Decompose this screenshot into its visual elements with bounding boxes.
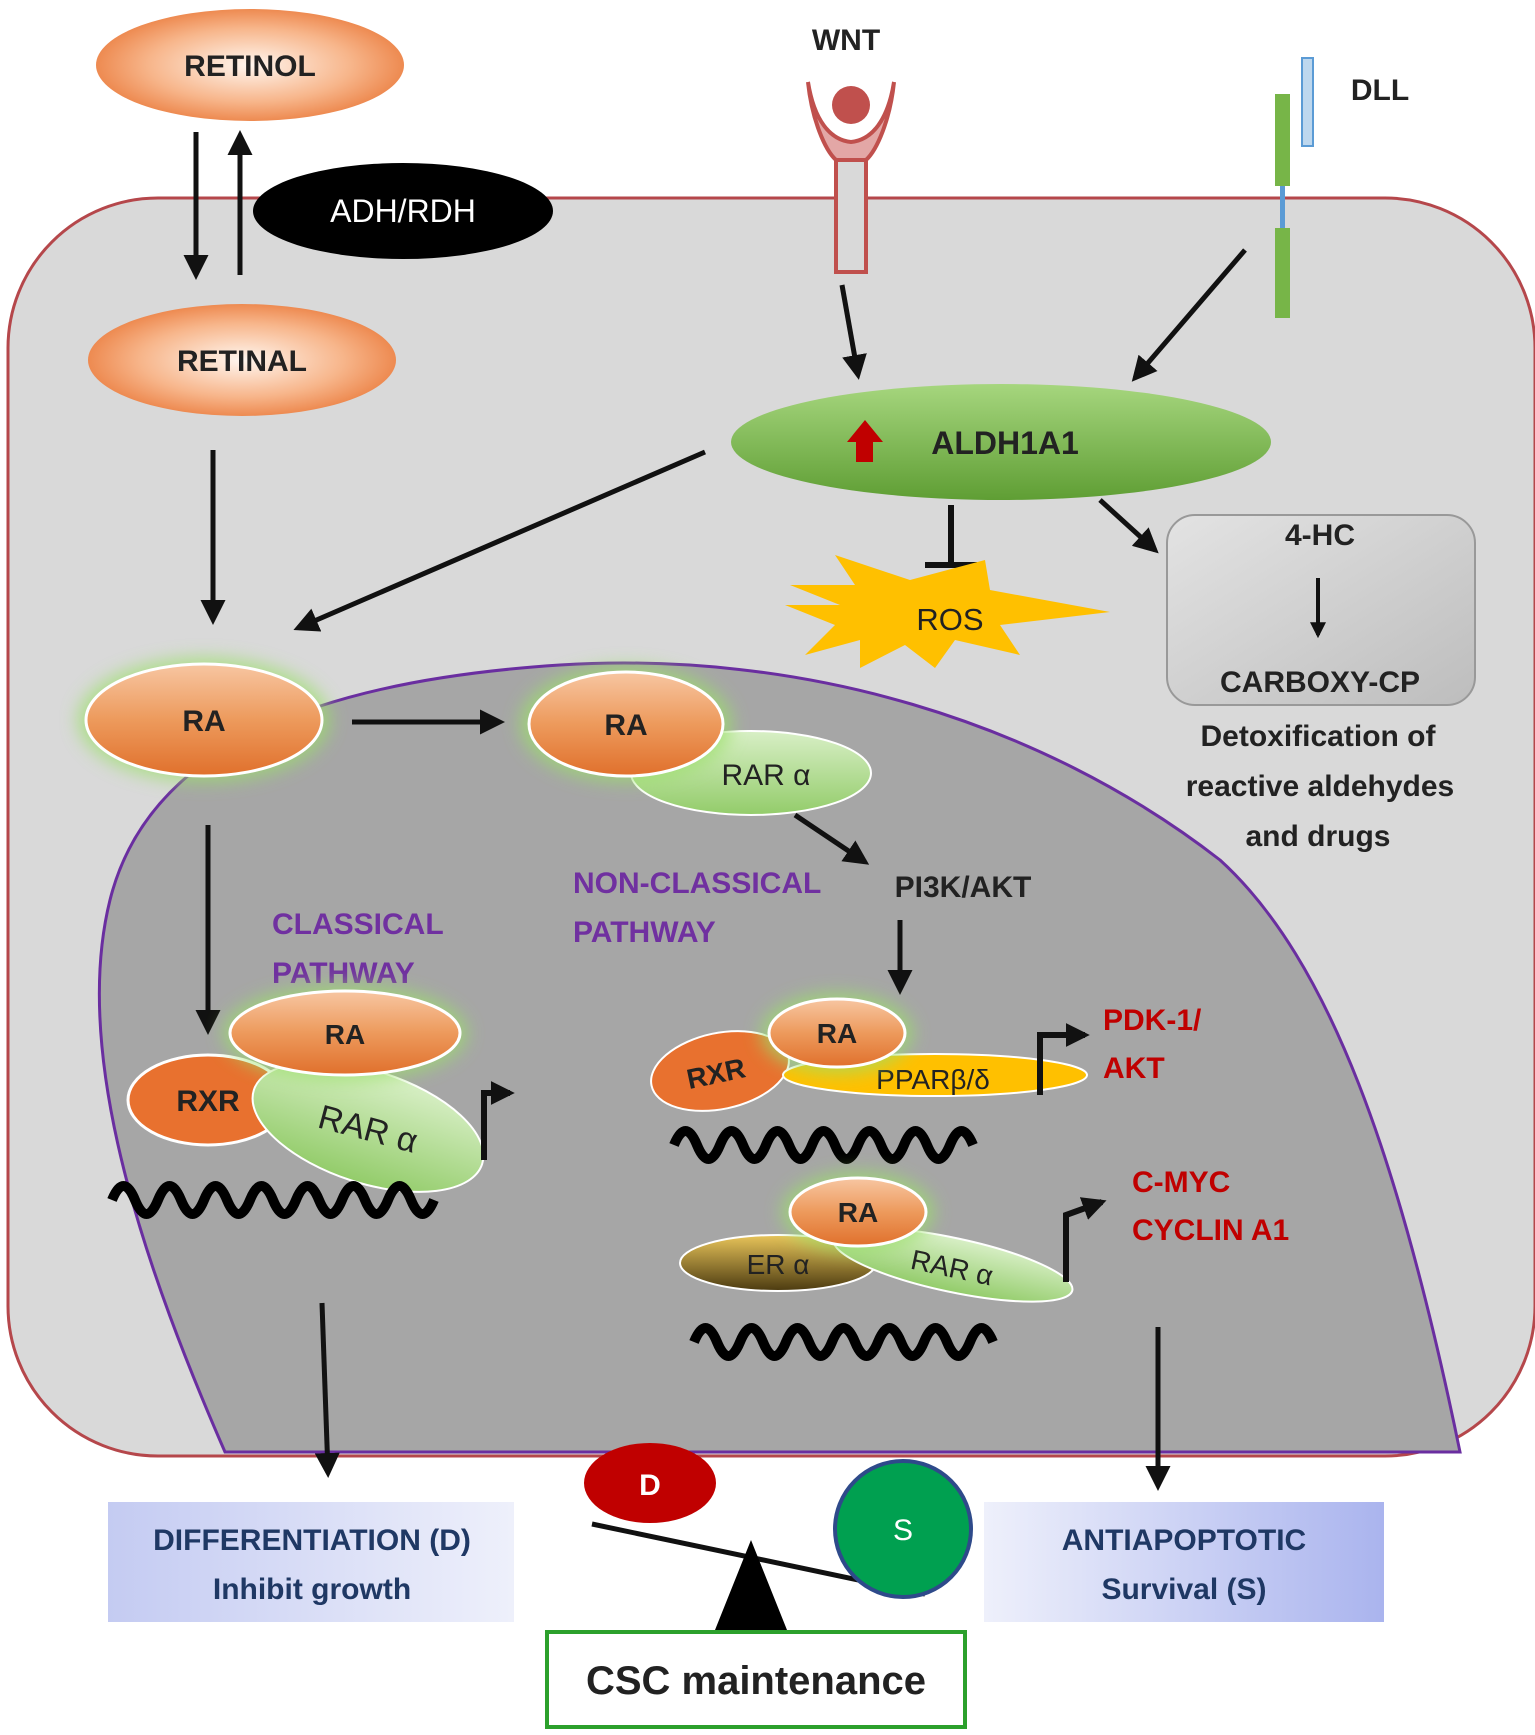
rxr-classical-label: RXR	[176, 1085, 240, 1118]
notch-receptor-bottom-icon	[1275, 228, 1290, 318]
csc-box	[545, 1630, 967, 1729]
non-classical-label-2: PATHWAY	[573, 916, 716, 949]
arrow-to-differentiation	[314, 1302, 340, 1478]
upregulation-arrow-icon	[847, 420, 883, 462]
ra-upper-ellipse	[527, 670, 725, 778]
aldh1a1-label: ALDH1A1	[931, 425, 1079, 461]
balance-s-label: S	[893, 1514, 913, 1547]
adh-rdh-ellipse	[253, 163, 553, 259]
balance-d-label: D	[639, 1469, 661, 1502]
ra-er-label: RA	[838, 1197, 878, 1228]
csc-label: CSC maintenance	[586, 1659, 926, 1703]
ppar-label: PPARβ/δ	[876, 1064, 990, 1095]
differentiation-label-2: Inhibit growth	[213, 1573, 411, 1606]
arrow-aldh1a1-to-ra	[293, 449, 706, 632]
retinal-label: RETINAL	[177, 345, 307, 378]
non-classical-label-1: NON-CLASSICAL	[573, 867, 821, 900]
ra-ppar-ellipse	[767, 997, 907, 1069]
detox-line-3: and drugs	[1245, 820, 1390, 853]
retinal-ellipse	[88, 304, 396, 416]
detox-line-2: reactive aldehydes	[1186, 770, 1455, 803]
ppar-transcription-arrow-icon	[1037, 1023, 1090, 1095]
ros-burst-icon	[785, 555, 1110, 668]
balance-fulcrum-icon	[715, 1540, 787, 1630]
arrow-rar-to-pi3k	[793, 812, 870, 865]
adh-rdh-label: ADH/RDH	[330, 193, 476, 229]
dna-ppar	[669, 1126, 978, 1164]
cmyc-label-1: C-MYC	[1132, 1166, 1230, 1199]
ra-er-ellipse	[788, 1176, 928, 1248]
ros-label: ROS	[916, 602, 983, 637]
notch-receptor-top-icon	[1275, 94, 1290, 186]
notch-receptor-link-icon	[1280, 186, 1285, 228]
detox-line-1: Detoxification of	[1200, 720, 1436, 753]
dna-er	[689, 1323, 998, 1361]
ra-cytoplasm-ellipse	[84, 662, 324, 778]
er-transcription-arrow-icon	[1063, 1197, 1107, 1282]
dll-ligand-icon	[1301, 57, 1314, 147]
carboxy-cp-label: CARBOXY-CP	[1220, 666, 1420, 699]
antiapoptotic-box	[984, 1502, 1384, 1622]
dna-classical	[107, 1181, 439, 1219]
pdk-label-2: AKT	[1103, 1052, 1165, 1085]
wnt-label: WNT	[812, 24, 880, 57]
ra-classical-ellipse	[228, 989, 462, 1077]
classical-label-2: PATHWAY	[272, 957, 415, 990]
er-alpha-label: ER α	[747, 1249, 810, 1280]
antiapoptotic-label-1: ANTIAPOPTOTIC	[1062, 1524, 1306, 1557]
pi3k-akt-label: PI3K/AKT	[895, 871, 1032, 904]
balance-s-circle	[833, 1459, 973, 1599]
differentiation-label-1: DIFFERENTIATION (D)	[153, 1524, 471, 1557]
balance-d-ellipse	[584, 1443, 716, 1523]
ra-classical-label: RA	[325, 1019, 365, 1050]
ra-upper-label: RA	[604, 709, 647, 742]
antiapoptotic-label-2: Survival (S)	[1101, 1573, 1266, 1606]
dll-label: DLL	[1351, 74, 1409, 107]
aldh1a1-ellipse	[731, 384, 1271, 500]
wnt-ligand-icon	[832, 86, 870, 124]
pdk-label-1: PDK-1/	[1103, 1004, 1202, 1037]
wnt-receptor-stem-icon	[834, 158, 868, 274]
retinol-label: RETINOL	[184, 50, 316, 83]
arrow-wnt-to-aldh1a1	[839, 284, 867, 380]
detox-box	[1166, 514, 1476, 706]
retinol-ellipse	[96, 9, 404, 121]
ra-ppar-label: RA	[817, 1018, 857, 1049]
classical-label-1: CLASSICAL	[272, 908, 444, 941]
rar-alpha-upper-label: RAR α	[721, 759, 810, 792]
differentiation-box	[108, 1502, 514, 1622]
classical-transcription-arrow-icon	[481, 1081, 515, 1160]
cmyc-label-2: CYCLIN A1	[1132, 1214, 1289, 1247]
arrow-aldh1a1-to-detox	[1098, 498, 1159, 554]
arrow-dll-to-aldh1a1	[1131, 248, 1247, 382]
hc4-label: 4-HC	[1285, 519, 1355, 552]
ra-cytoplasm-label: RA	[182, 705, 225, 738]
